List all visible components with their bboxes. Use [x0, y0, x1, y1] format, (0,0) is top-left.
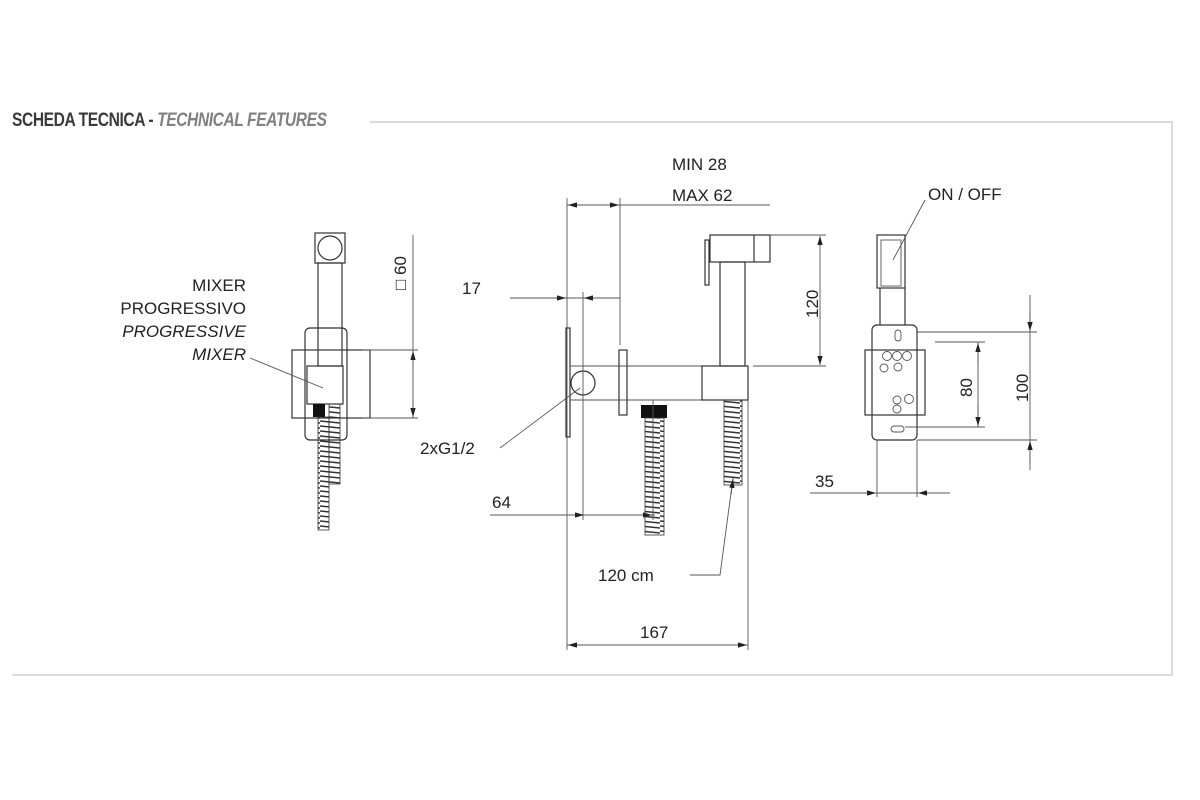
- dim-120-label: 120: [803, 290, 822, 318]
- mixer-label-3: PROGRESSIVE: [122, 322, 246, 341]
- dim-17-label: 17: [462, 279, 481, 298]
- dim-167-label: 167: [640, 623, 668, 642]
- dim-35-label: 35: [815, 472, 834, 491]
- title-italian: SCHEDA TECNICA: [12, 110, 145, 131]
- dim-100-label: 100: [1013, 374, 1032, 402]
- section-title: SCHEDA TECNICA - TECHNICAL FEATURES: [12, 110, 327, 132]
- rear-view: ON / OFF 100 80 35: [810, 185, 1037, 497]
- frame-border: [12, 121, 1173, 676]
- front-view: □ 60 MIXER PROGRESSIVO PROGRESSIVE MIXER: [120, 232, 418, 531]
- title-english: TECHNICAL FEATURES: [157, 110, 327, 131]
- dim-64-label: 64: [492, 493, 511, 512]
- title-separator: -: [144, 110, 158, 131]
- mixer-label-1: MIXER: [192, 276, 246, 295]
- max-label: MAX 62: [672, 186, 732, 205]
- thread-label: 2xG1/2: [420, 439, 475, 458]
- mixer-label-4: MIXER: [192, 345, 246, 364]
- on-off-label: ON / OFF: [928, 185, 1002, 204]
- mixer-label-2: PROGRESSIVO: [120, 299, 246, 318]
- side-view: MIN 28 MAX 62 120 17: [420, 155, 826, 650]
- hose-length-label: 120 cm: [598, 566, 654, 585]
- square-60-label: □ 60: [391, 256, 410, 290]
- min-label: MIN 28: [672, 155, 727, 174]
- dim-80-label: 80: [957, 378, 976, 397]
